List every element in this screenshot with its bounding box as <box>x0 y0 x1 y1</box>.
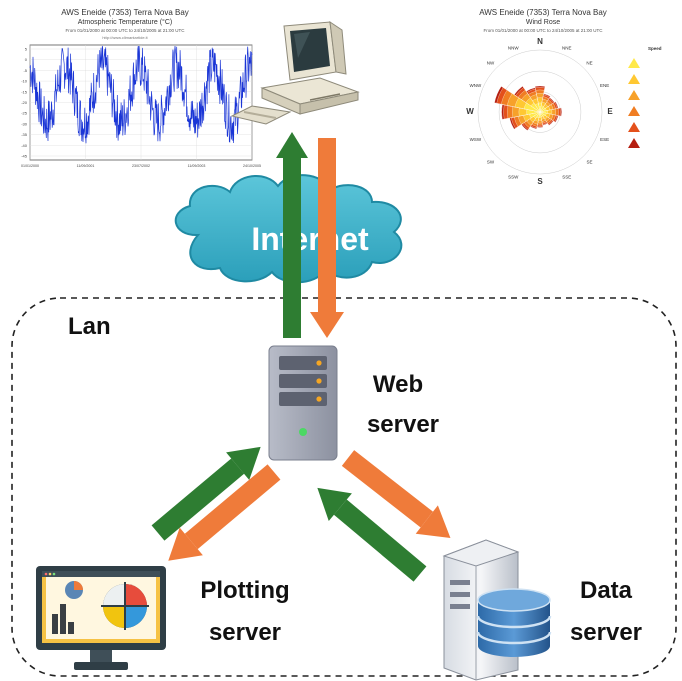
temperature-y-tick-label: -15 <box>21 89 28 94</box>
temperature-x-tick-label: 24/10/2005 <box>243 164 261 168</box>
plotting-server-label-line1: Plotting <box>200 577 289 604</box>
wind-rose-legend-swatch <box>628 106 640 116</box>
wind-rose-direction: WNW <box>469 83 481 88</box>
temperature-y-tick-label: -5 <box>23 68 27 73</box>
temperature-y-tick-label: -20 <box>21 100 28 105</box>
wind-rose-ring <box>477 49 603 175</box>
wind-rose-subtitle: Wind Rose <box>526 19 560 26</box>
wind-rose-petal <box>535 103 541 113</box>
wind-rose-direction: SSW <box>508 175 519 180</box>
plotting-server-label-line2: server <box>209 619 281 646</box>
wind-rose-legend-swatch <box>628 90 640 100</box>
temperature-x-ticks: 01/01/2000 11/09/2001 23/07/2002 11/09/2003… <box>21 164 261 168</box>
arrow-internet-to-webserver-orange <box>310 138 344 338</box>
wind-rose-title: AWS Eneide (7353) Terra Nova Bay <box>479 8 607 17</box>
data-server-label-line2: server <box>570 619 642 646</box>
data-server-icon <box>442 539 552 681</box>
temperature-x-tick-label: 01/01/2000 <box>21 164 39 168</box>
wind-rose-direction: ESE <box>600 137 609 142</box>
arrows <box>151 132 451 582</box>
arrow-webserver-to-internet-green <box>276 132 308 338</box>
arrow-webserver-to-data-orange <box>341 450 451 539</box>
temperature-chart: AWS Eneide (7353) Terra Nova Bay Atmosph… <box>21 8 261 168</box>
wind-rose-direction: WSW <box>470 137 482 142</box>
temperature-y-tick-label: 5 <box>25 47 28 52</box>
wind-rose-legend-swatch <box>628 122 640 132</box>
data-server-label-line1: Data <box>580 577 633 604</box>
wind-rose-direction: SE <box>586 159 592 164</box>
temperature-x-tick-label: 11/09/2003 <box>188 164 206 168</box>
temperature-chart-title: AWS Eneide (7353) Terra Nova Bay <box>61 8 189 17</box>
wind-rose-chart: AWS Eneide (7353) Terra Nova Bay Wind Ro… <box>466 8 662 186</box>
client-computer-icon <box>230 20 360 125</box>
arrow-plotting-to-webserver-green <box>151 446 261 541</box>
wind-rose-legend <box>628 58 640 148</box>
web-server-label-line2: server <box>367 411 439 438</box>
temperature-x-tick-label: 11/09/2001 <box>77 164 95 168</box>
temperature-chart-url: http://www.climantartide.it <box>102 35 148 40</box>
wind-rose-direction: N <box>537 37 543 46</box>
wind-rose-direction: S <box>537 177 543 186</box>
wind-rose-petals <box>494 85 562 131</box>
wind-rose-direction: E <box>607 107 613 116</box>
wind-rose-legend-title: Speed <box>648 46 662 51</box>
temperature-y-tick-label: -35 <box>21 132 28 137</box>
plotting-server-icon <box>36 566 166 670</box>
wind-rose-direction: ENE <box>600 83 609 88</box>
temperature-chart-period: From 01/01/2000 at 00:00 UTC to 24/10/20… <box>65 28 185 33</box>
wind-rose-direction: SW <box>487 159 495 164</box>
wind-rose-direction: NNW <box>508 45 519 50</box>
wind-rose-direction: NNE <box>562 45 572 50</box>
wind-rose-legend-swatch <box>628 138 640 148</box>
temperature-y-tick-label: -10 <box>21 79 28 84</box>
wind-rose-direction: W <box>466 107 474 116</box>
temperature-grid <box>29 45 253 160</box>
temperature-x-tick-label: 23/07/2002 <box>132 164 150 168</box>
temperature-y-tick-label: 0 <box>25 57 28 62</box>
wind-rose-ring <box>498 70 582 154</box>
internet-label: Internet <box>251 221 369 257</box>
wind-rose-direction: SSE <box>562 175 571 180</box>
web-server-label-line1: Web <box>373 371 423 398</box>
wind-rose-period: From 01/01/2000 at 00:00 UTC to 24/10/20… <box>483 28 603 33</box>
web-server-icon <box>268 345 338 461</box>
temperature-y-tick-label: -45 <box>21 154 28 159</box>
temperature-y-tick-label: -25 <box>21 111 28 116</box>
wind-rose-direction: NW <box>487 61 495 66</box>
lan-boundary <box>11 297 677 677</box>
wind-rose-legend-swatch <box>628 74 640 84</box>
arrow-webserver-to-plotting-orange <box>168 464 281 561</box>
temperature-y-tick-label: -40 <box>21 143 28 148</box>
temperature-chart-subtitle: Atmospheric Temperature (°C) <box>78 18 172 26</box>
temperature-series-line <box>29 45 253 144</box>
wind-rose-legend-swatch <box>628 58 640 68</box>
wind-rose-direction-labels: N NNE NE ENE E ESE SE SSE S SSW SW WSW W WNW NW NNW <box>466 37 613 186</box>
wind-rose-direction: NE <box>586 61 592 66</box>
arrow-data-to-webserver-green <box>317 487 427 582</box>
temperature-y-tick-label: -30 <box>21 121 28 126</box>
temperature-y-ticks: 5 0 -5 -10 -15 -20 -25 -30 -35 -40 -45 <box>21 47 28 159</box>
lan-label: Lan <box>68 313 111 340</box>
